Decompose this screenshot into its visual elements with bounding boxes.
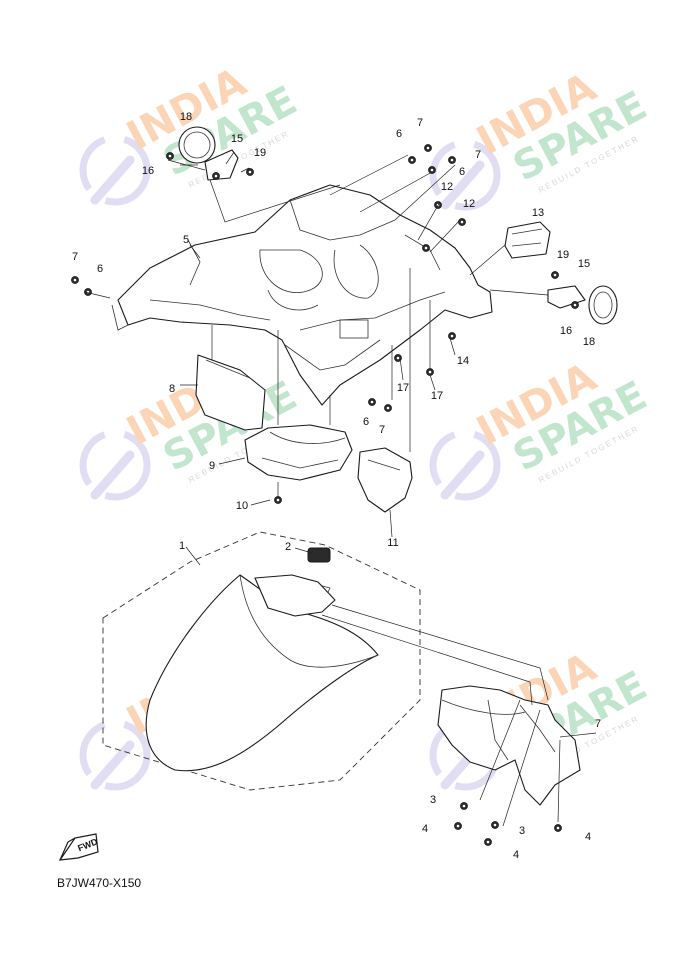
- fastener-icon: [458, 218, 466, 226]
- callout-c16a: 16: [142, 165, 154, 177]
- callout-c12a: 12: [441, 181, 453, 193]
- fastener-icon: [428, 166, 436, 174]
- fastener-icon: [491, 821, 499, 829]
- callout-c3b: 3: [519, 825, 525, 837]
- callout-c6b: 6: [459, 166, 465, 178]
- fastener-layer: [71, 144, 579, 846]
- fastener-icon: [368, 398, 376, 406]
- fastener-icon: [448, 332, 456, 340]
- callout-c19b: 19: [557, 249, 569, 261]
- callout-c4c: 4: [585, 831, 591, 843]
- callout-c6d: 6: [363, 416, 369, 428]
- callout-c7b: 7: [475, 149, 481, 161]
- fastener-icon: [394, 354, 402, 362]
- callout-c6a: 6: [396, 128, 402, 140]
- callout-c12b: 12: [463, 198, 475, 210]
- callout-c2: 2: [285, 541, 291, 553]
- fastener-icon: [384, 404, 392, 412]
- callout-c4a: 4: [422, 823, 428, 835]
- fastener-icon: [448, 156, 456, 164]
- rear-mudguard: [111, 184, 493, 406]
- callout-c11: 11: [387, 537, 398, 549]
- callout-c18b: 18: [583, 336, 595, 348]
- callout-c3a: 3: [430, 794, 436, 806]
- callout-c17b: 17: [431, 390, 443, 402]
- side-cover-8: [195, 354, 266, 431]
- callout-c15a: 15: [231, 133, 243, 145]
- fastener-icon: [554, 824, 562, 832]
- callout-c7e: 7: [595, 718, 601, 730]
- reflector-left: [178, 126, 239, 181]
- callout-c7a: 7: [417, 117, 423, 129]
- mudflap: [437, 685, 581, 806]
- fastener-icon: [246, 168, 254, 176]
- callout-c16b: 16: [560, 325, 572, 337]
- fastener-icon: [454, 822, 462, 830]
- callout-c9: 9: [209, 460, 215, 472]
- callout-c10: 10: [236, 500, 248, 512]
- fastener-icon: [484, 838, 492, 846]
- callout-c5: 5: [183, 234, 189, 246]
- fastener-icon: [551, 271, 559, 279]
- callout-c4b: 4: [513, 849, 519, 861]
- fwd-arrow-icon: FWD: [58, 833, 99, 861]
- callout-c1: 1: [179, 540, 185, 552]
- callout-c13: 13: [532, 207, 544, 219]
- front-fender: [145, 547, 379, 772]
- flap-11: [357, 447, 413, 513]
- diagram-code: B7JW470-X150: [57, 876, 141, 890]
- fastener-icon: [422, 244, 430, 252]
- fastener-icon: [424, 144, 432, 152]
- fastener-icon: [460, 802, 468, 810]
- fastener-icon: [212, 172, 220, 180]
- callout-c7d: 7: [379, 424, 385, 436]
- callout-c17a: 17: [397, 382, 409, 394]
- callout-c6c: 6: [97, 263, 103, 275]
- fastener-icon: [166, 152, 174, 160]
- fastener-icon: [71, 276, 79, 284]
- callout-c14: 14: [457, 355, 469, 367]
- leader-lines: [84, 151, 597, 827]
- fastener-icon: [408, 156, 416, 164]
- callout-c8: 8: [169, 383, 175, 395]
- license-lamp-bracket: [504, 221, 551, 259]
- reflector-right: [547, 285, 618, 325]
- callout-c15b: 15: [578, 258, 590, 270]
- callout-c18a: 18: [180, 111, 192, 123]
- callout-c7c: 7: [72, 251, 78, 263]
- inner-cover-9: [244, 424, 353, 481]
- fastener-icon: [426, 368, 434, 376]
- callout-c19a: 19: [254, 147, 266, 159]
- fastener-icon: [571, 301, 579, 309]
